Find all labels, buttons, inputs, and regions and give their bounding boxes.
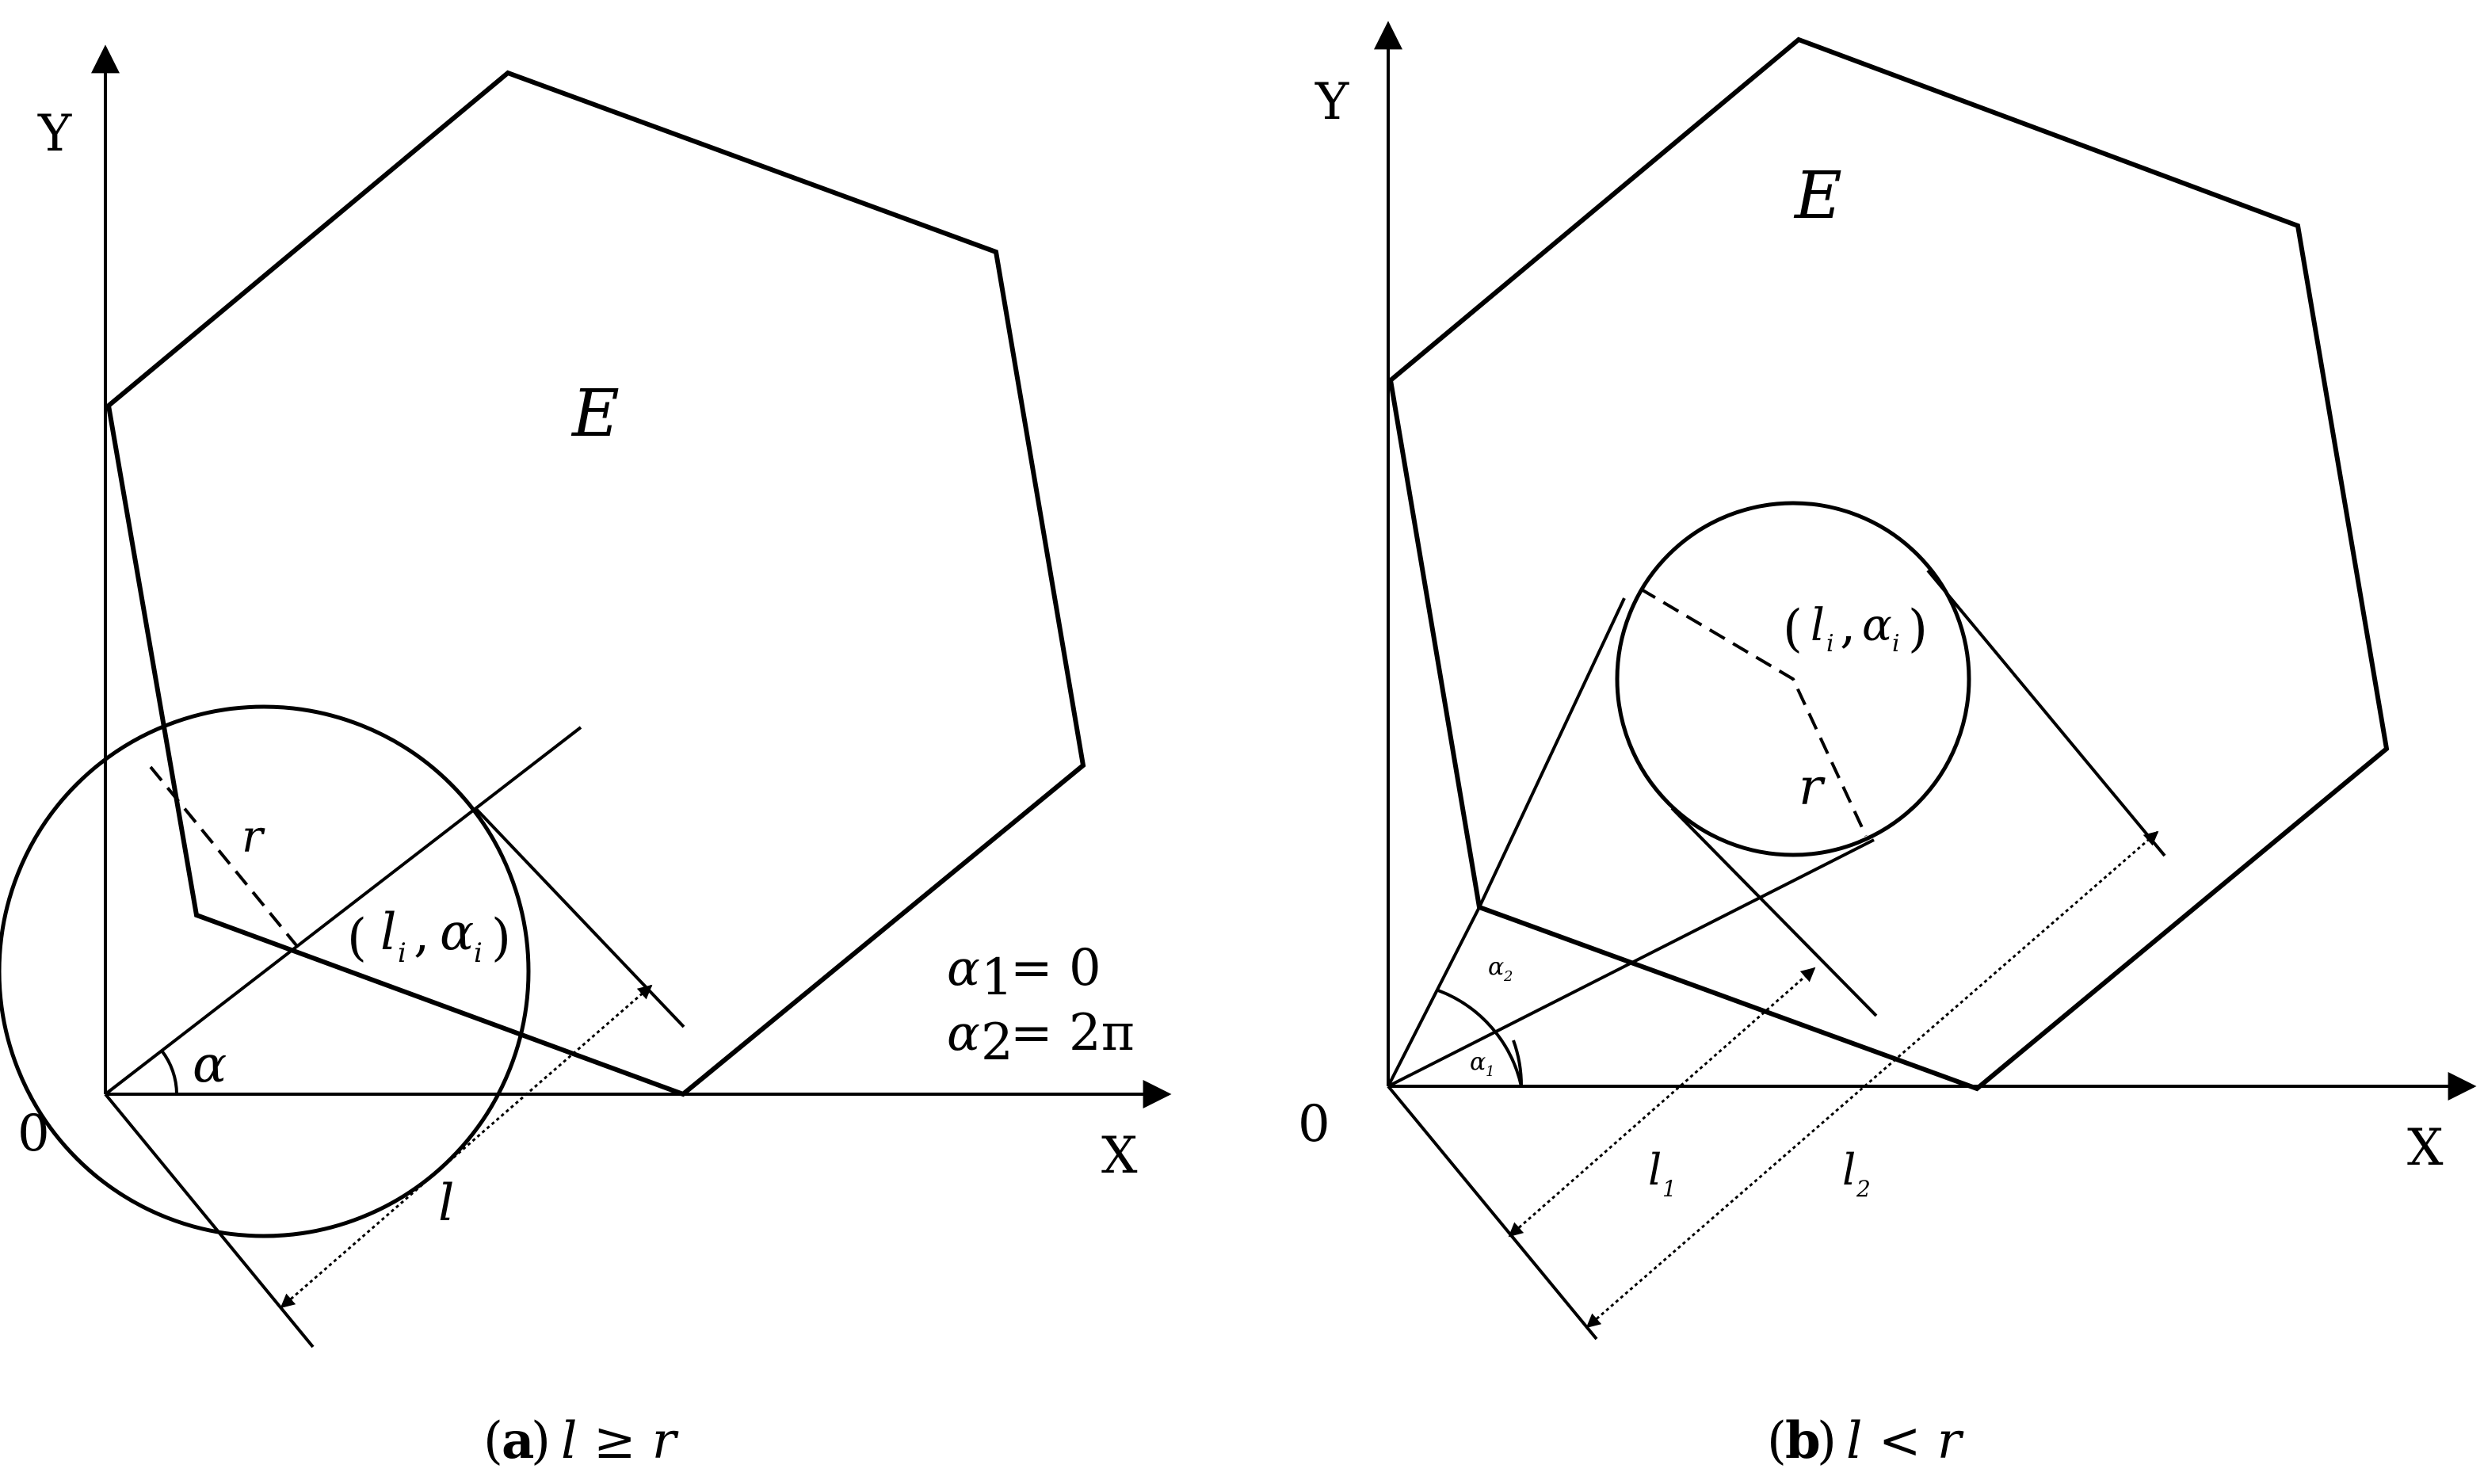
tangent-line-upper bbox=[1478, 597, 1626, 908]
svg-text:α: α bbox=[947, 1004, 980, 1062]
svg-text:2: 2 bbox=[1856, 1176, 1871, 1202]
svg-text:(: ( bbox=[1767, 1412, 1787, 1471]
ray-to-corner bbox=[1387, 906, 1481, 1087]
angle1-label: α 1 bbox=[1470, 1048, 1494, 1080]
svg-text:): ) bbox=[531, 1412, 551, 1471]
support-line-origin bbox=[1387, 1085, 1598, 1341]
svg-text:2: 2 bbox=[981, 1013, 1013, 1072]
angle-label: α bbox=[193, 1036, 227, 1094]
svg-text:i: i bbox=[398, 937, 406, 969]
svg-text:i: i bbox=[1826, 630, 1834, 658]
panel-a: Y X 0 E r α l ( l i , α i ) bbox=[0, 44, 1172, 1471]
origin-label: 0 bbox=[1298, 1095, 1330, 1154]
x-axis-label: X bbox=[1101, 1127, 1138, 1185]
y-axis-label: Y bbox=[37, 105, 72, 163]
distance-label: l bbox=[438, 1174, 454, 1233]
svg-text:(: ( bbox=[347, 909, 367, 967]
svg-text:i: i bbox=[474, 937, 483, 969]
support-line-lower bbox=[104, 1093, 315, 1349]
angle-arc-2 bbox=[1437, 989, 1523, 1087]
alpha2-equation: α 2 = 2π bbox=[947, 1004, 1135, 1072]
probe-circle bbox=[0, 704, 531, 1238]
svg-text:b: b bbox=[1785, 1411, 1821, 1471]
support-line-2 bbox=[1926, 569, 2166, 857]
svg-text:,: , bbox=[1840, 596, 1856, 654]
svg-text:1: 1 bbox=[1486, 1063, 1494, 1080]
svg-text:(: ( bbox=[1783, 600, 1803, 658]
radius-label: r bbox=[242, 811, 265, 863]
svg-text:(: ( bbox=[483, 1412, 503, 1471]
svg-text:= 0: = 0 bbox=[1010, 939, 1101, 998]
point-label: ( l i , α i ) bbox=[347, 903, 511, 969]
radius-label: r bbox=[1799, 758, 1826, 817]
region-label: E bbox=[570, 376, 620, 452]
svg-text:α: α bbox=[1470, 1048, 1486, 1076]
svg-text:= 2π: = 2π bbox=[1010, 1004, 1135, 1062]
region-polygon bbox=[105, 70, 1086, 1097]
svg-text:): ) bbox=[491, 909, 511, 967]
y-axis-label: Y bbox=[1314, 73, 1349, 132]
svg-text:2: 2 bbox=[1503, 968, 1513, 985]
svg-text:l: l bbox=[1842, 1145, 1856, 1195]
radius-dashed bbox=[1639, 587, 1868, 837]
caption-b: ( b ) l < r bbox=[1767, 1411, 1964, 1471]
svg-text:α: α bbox=[947, 939, 980, 997]
svg-text:): ) bbox=[1908, 600, 1928, 658]
svg-text:l: l bbox=[380, 903, 396, 962]
svg-text:l: l bbox=[1811, 600, 1825, 651]
caption-a: ( a ) l ≥ r bbox=[483, 1411, 679, 1471]
distance-l1-label: l 1 bbox=[1648, 1145, 1677, 1202]
support-line-1 bbox=[1670, 807, 1878, 1017]
svg-text:l ≥ r: l ≥ r bbox=[561, 1412, 679, 1471]
origin-label: 0 bbox=[17, 1104, 50, 1163]
svg-text:l < r: l < r bbox=[1846, 1412, 1964, 1471]
svg-text:1: 1 bbox=[981, 948, 1013, 1007]
svg-text:α: α bbox=[440, 903, 474, 962]
tangent-line-lower bbox=[1387, 838, 1875, 1088]
x-axis-label: X bbox=[2407, 1119, 2444, 1177]
svg-text:): ) bbox=[1817, 1412, 1837, 1471]
svg-text:a: a bbox=[502, 1411, 534, 1471]
radius-dashed bbox=[149, 765, 301, 951]
point-label: ( l i , α i ) bbox=[1783, 596, 1928, 658]
angle-arc bbox=[160, 1049, 178, 1095]
svg-text:l: l bbox=[1648, 1145, 1662, 1195]
svg-text:α: α bbox=[1488, 953, 1504, 981]
region-label: E bbox=[1793, 158, 1842, 234]
alpha1-equation: α 1 = 0 bbox=[947, 939, 1101, 1007]
distance-l-line bbox=[280, 984, 653, 1309]
distance-l2-line bbox=[1585, 830, 2159, 1329]
direction-ray bbox=[104, 726, 582, 1096]
svg-text:1: 1 bbox=[1662, 1176, 1677, 1202]
svg-text:,: , bbox=[414, 905, 429, 963]
svg-text:i: i bbox=[1892, 630, 1900, 658]
distance-l2-label: l 2 bbox=[1842, 1145, 1871, 1202]
region-polygon bbox=[1387, 36, 2390, 1092]
svg-text:α: α bbox=[1862, 600, 1892, 651]
angle2-label: α 2 bbox=[1488, 953, 1513, 985]
panel-b: Y X 0 E r α 1 α 2 l bbox=[1298, 21, 2477, 1471]
